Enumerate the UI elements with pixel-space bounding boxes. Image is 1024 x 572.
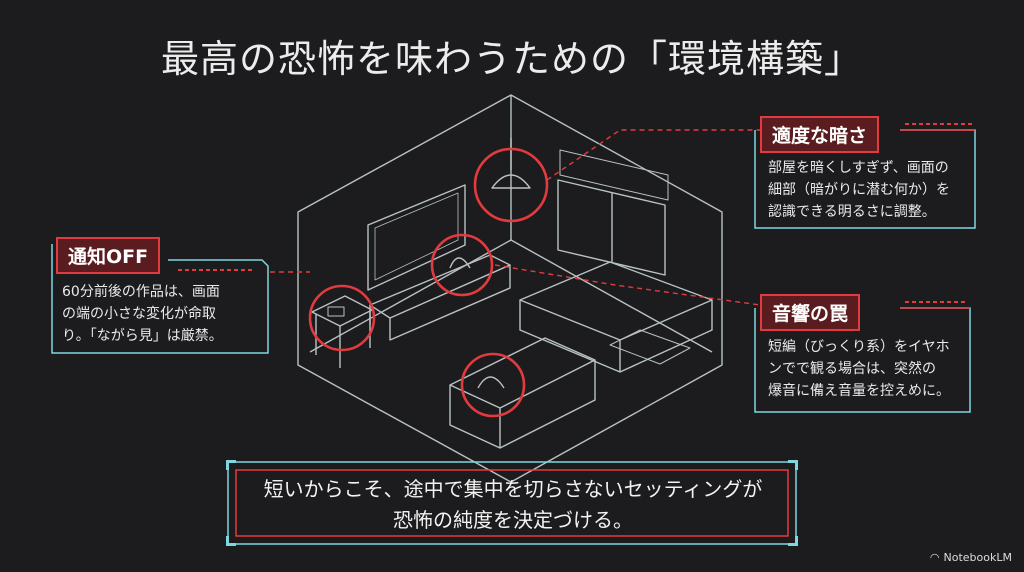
brand-label: NotebookLM [943, 551, 1012, 564]
headphones [449, 257, 471, 269]
room-outline [297, 94, 723, 483]
side-table [311, 295, 373, 327]
bottom-frame-inner [235, 469, 789, 537]
floor-edge-left [309, 239, 512, 353]
bottom-frame-outer [227, 461, 797, 545]
callout-notify-body: 60分前後の作品は、画面 の端の小さな変化が命取 り。「ながら見」は厳禁。 [62, 284, 223, 344]
notify-frame [51, 244, 269, 354]
callout-sound-heading: 音響の罠 [760, 294, 861, 331]
connector-sound [494, 264, 761, 306]
tv [367, 184, 466, 291]
connector-dark [546, 129, 760, 181]
brand-watermark: ◠ NotebookLM [930, 551, 1012, 564]
cabinet-headphones-highlight [430, 233, 494, 297]
bottom-conclusion: 短いからこそ、途中で集中を切らさないセッティングが 恐怖の純度を決定づける。 [263, 477, 763, 532]
callout-notify-heading: 通知OFF [56, 237, 161, 274]
sofa-headphones-highlight [460, 352, 526, 418]
callout-dark-body: 部屋を暗くしすぎず、画面の 細部（暗がりに潜む何か）を 認識できる明るさに調整。 [768, 160, 950, 220]
page-title: 最高の恐怖を味わうための「環境構築」 [160, 37, 863, 81]
callout-sound-body: 短編（びっくり系）をイヤホ ンでで観る場合は、突然の 爆音に備え音量を控えめに。 [768, 339, 950, 399]
window [557, 179, 666, 276]
lamp [491, 174, 531, 189]
floor-edge-right [510, 239, 713, 353]
lamp-highlight [473, 147, 549, 223]
callout-dark-heading: 適度な暗さ [760, 116, 880, 153]
table-highlight [308, 284, 376, 352]
notebooklm-logo-icon: ◠ [929, 551, 940, 564]
